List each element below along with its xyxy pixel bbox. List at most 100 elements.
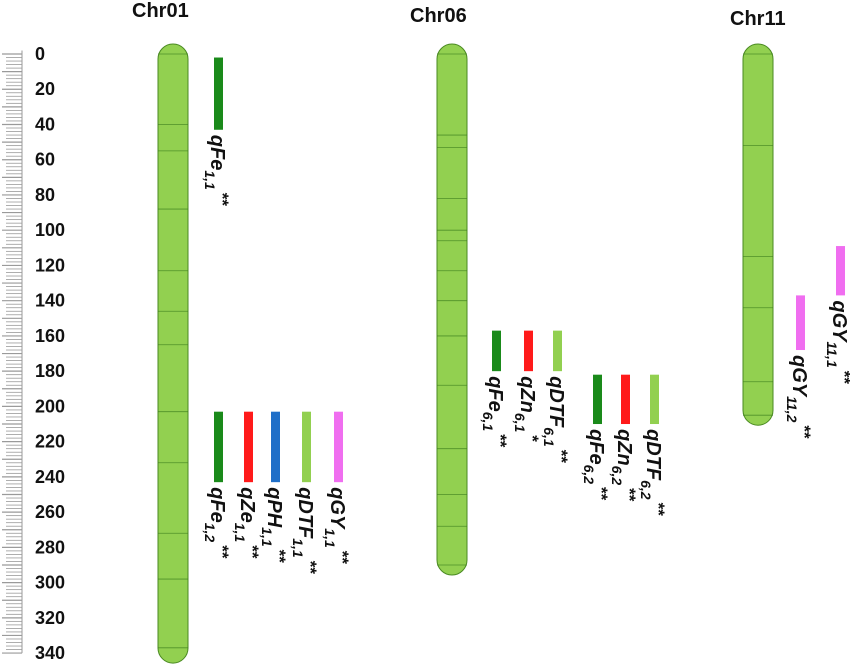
chromosome-title: Chr06	[410, 5, 467, 27]
chromosome-body	[742, 43, 774, 426]
qtl-bar	[836, 246, 845, 296]
scale-label: 40	[35, 114, 55, 134]
scale-label: 140	[35, 291, 65, 311]
qtl-name: qZe	[236, 487, 258, 523]
qtl-label: qDTF6,1 **	[541, 376, 571, 463]
qtl-qgy-11-2: qGY11,2**	[784, 295, 814, 439]
chromosome-title: Chr01	[132, 0, 189, 22]
qtl-bar	[593, 374, 602, 425]
qtl-significance: **	[491, 434, 510, 448]
qtl-significance: **	[213, 545, 232, 559]
qtl-name: qGY	[828, 300, 850, 343]
qtl-subscript: 11,1	[824, 342, 840, 368]
qtl-qfe-1-1: qFe1,1 **	[202, 57, 232, 207]
qtl-qdtf-6-1: qDTF6,1 **	[541, 330, 571, 463]
qtl-qgy-1-1: qGY1,1 **	[322, 411, 352, 564]
qtl-bar	[621, 374, 630, 425]
qtl-subscript: 6,1	[541, 427, 557, 447]
chromosomes: Chr01qFe1,1**qFe1,2**qZe1,1**qPH1,1**qDT…	[132, 0, 850, 664]
qtl-subscript: 11,2	[784, 396, 800, 422]
scale-label: 220	[35, 432, 65, 452]
qtl-name: qFe	[206, 135, 228, 171]
qtl-subscript: 1,1	[202, 170, 218, 190]
qtl-significance: **	[270, 550, 289, 564]
qtl-bar	[524, 330, 533, 372]
scale-label: 20	[35, 79, 55, 99]
qtl-bar	[334, 411, 343, 483]
qtl-qdtf-1-1: qDTF1,1 **	[290, 411, 320, 574]
qtl-bar	[796, 295, 805, 351]
qtl-qze-1-1: qZe1,1 **	[232, 411, 262, 559]
qtl-label: qGY11,1 **	[824, 300, 850, 384]
qtl-label: qDTF6,2**	[638, 429, 668, 516]
scale-label: 240	[35, 467, 65, 487]
qtl-name: qZn	[516, 376, 538, 413]
chromosome-title: Chr11	[730, 8, 786, 30]
qtl-bar	[650, 374, 659, 425]
qtl-significance: **	[592, 487, 611, 501]
qtl-name: qFe	[585, 429, 607, 465]
qtl-significance: *	[523, 435, 542, 442]
qtl-subscript: 1,1	[232, 523, 248, 543]
scale-label: 100	[35, 220, 65, 240]
scale-label: 160	[35, 326, 65, 346]
chromosome-body	[157, 43, 189, 664]
qtl-subscript: 1,1	[259, 527, 275, 547]
qtl-bar	[214, 411, 223, 483]
qtl-significance: **	[213, 193, 232, 207]
qtl-label: qZn6,1 *	[512, 376, 542, 442]
scale-label: 120	[35, 255, 65, 275]
qtl-label: qGY11,2**	[784, 355, 814, 439]
qtl-bar	[553, 330, 562, 372]
scale-labels: 0204060801001201401601802002202402602803…	[35, 44, 65, 663]
qtl-label: qDTF1,1 **	[290, 487, 320, 574]
scale-label: 180	[35, 361, 65, 381]
qtl-qzn-6-1: qZn6,1 *	[512, 330, 542, 442]
scale-label: 300	[35, 573, 65, 593]
qtl-bar	[244, 411, 253, 483]
qtl-qzn-6-2: qZn6,2 **	[609, 374, 639, 502]
scale-label: 80	[35, 185, 55, 205]
qtl-label: qGY1,1 **	[322, 487, 352, 564]
qtl-bar	[492, 330, 501, 372]
qtl-significance: **	[333, 551, 352, 565]
qtl-subscript: 1,2	[202, 523, 218, 543]
qtl-name: qPH	[263, 487, 285, 528]
scale-label: 60	[35, 150, 55, 170]
qtl-subscript: 6,1	[512, 413, 528, 433]
qtl-qgy-11-1: qGY11,1 **	[824, 246, 850, 384]
scale-label: 0	[35, 44, 45, 64]
qtl-significance: **	[243, 545, 262, 559]
qtl-qfe-6-1: qFe6,1 **	[480, 330, 510, 448]
qtl-name: qFe	[484, 376, 506, 412]
cm-ruler	[2, 50, 23, 654]
scale-label: 320	[35, 608, 65, 628]
qtl-name: qDTF	[642, 429, 664, 481]
qtl-bar	[271, 411, 280, 483]
qtl-significance: **	[552, 450, 571, 464]
qtl-subscript: 1,1	[322, 528, 338, 548]
qtl-subscript: 6,1	[480, 412, 496, 432]
qtl-name: qGY	[326, 487, 348, 530]
qtl-significance: **	[301, 561, 320, 575]
qtl-label: qFe6,2**	[581, 429, 611, 501]
qtl-qfe-1-2: qFe1,2**	[202, 411, 232, 559]
qtl-subscript: 6,2	[638, 480, 654, 500]
qtl-significance: **	[620, 488, 639, 502]
scale-label: 200	[35, 396, 65, 416]
qtl-label: qFe1,1 **	[202, 135, 232, 207]
qtl-subscript: 6,2	[609, 466, 625, 486]
chromosome-chr01: Chr01qFe1,1**qFe1,2**qZe1,1**qPH1,1**qDT…	[132, 0, 352, 664]
qtl-name: qGY	[788, 355, 810, 398]
qtl-bar	[302, 411, 311, 483]
qtl-label: qFe6,1 **	[480, 376, 510, 448]
qtl-name: qDTF	[294, 487, 316, 539]
qtl-name: qZn	[613, 429, 635, 466]
qtl-significance: **	[835, 371, 850, 385]
qtl-label: qFe1,2**	[202, 487, 232, 559]
qtl-qfe-6-2: qFe6,2**	[581, 374, 611, 501]
chromosome-body	[436, 43, 468, 576]
qtl-subscript: 1,1	[290, 538, 306, 558]
qtl-name: qDTF	[545, 376, 567, 428]
